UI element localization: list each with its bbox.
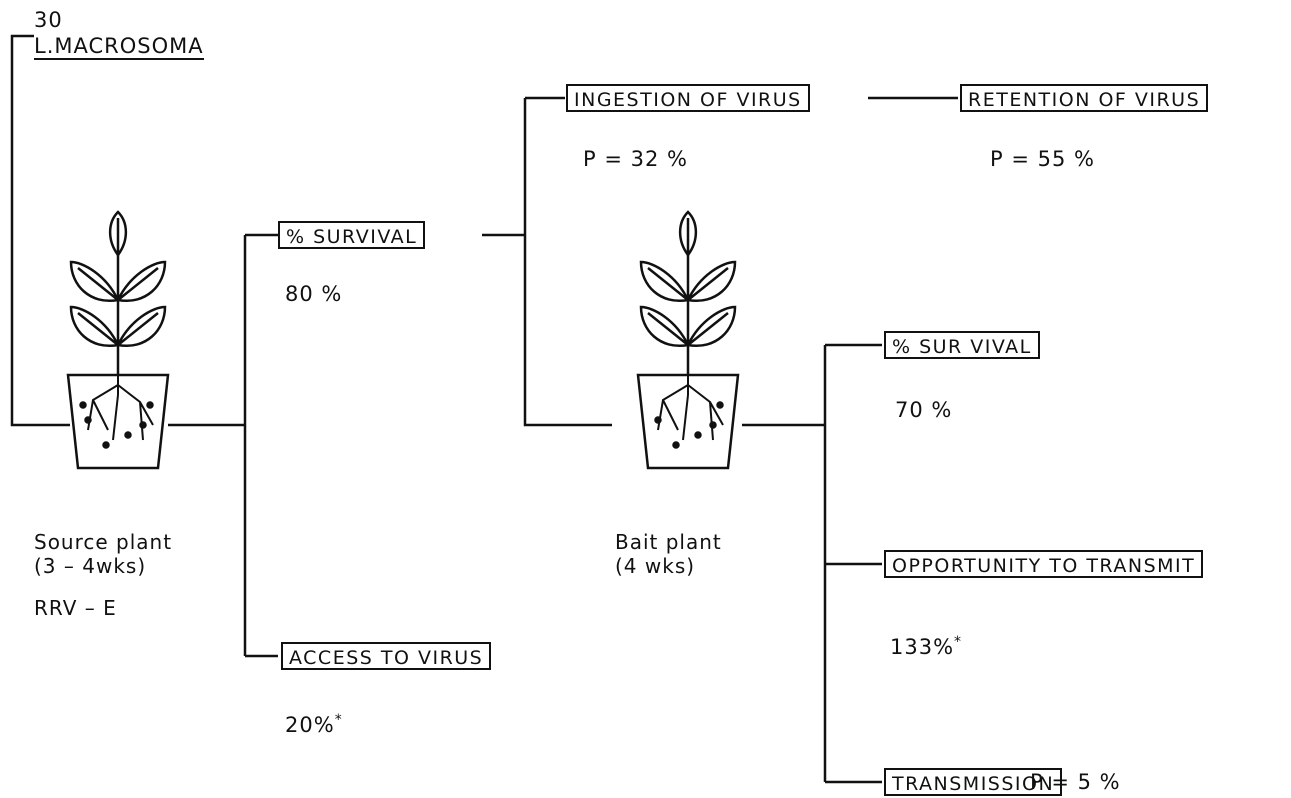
source-virus-label: RRV – E [34,596,117,620]
survival-box: % SURVIVAL [278,221,425,249]
source-plant-illustration [68,212,168,468]
figure-number: 30 [34,8,63,32]
survival-value-2: 70 % [895,398,952,422]
survival-value: 80 % [285,282,342,306]
access-value: 20%* [285,708,343,737]
survival-box-2: % SUR VIVAL [884,331,1040,359]
ingestion-box: INGESTION OF VIRUS [566,84,810,112]
bait-plant-age: (4 wks) [615,554,695,578]
bait-plant-name: Bait plant [615,530,722,554]
transmission-value: P = 5 % [1030,770,1121,794]
species-label: L.MACROSOMA [34,34,204,60]
bait-plant-illustration [638,212,738,468]
ingestion-value: P = 32 % [583,147,688,171]
retention-value: P = 55 % [990,147,1095,171]
source-plant-age: (3 – 4wks) [34,554,146,578]
opportunity-box: OPPORTUNITY TO TRANSMIT [884,550,1203,578]
retention-box: RETENTION OF VIRUS [960,84,1208,112]
header-bracket-line [12,36,70,425]
opportunity-value: 133%* [890,630,962,659]
access-to-virus-box: ACCESS TO VIRUS [281,642,491,670]
source-plant-name: Source plant [34,530,172,554]
